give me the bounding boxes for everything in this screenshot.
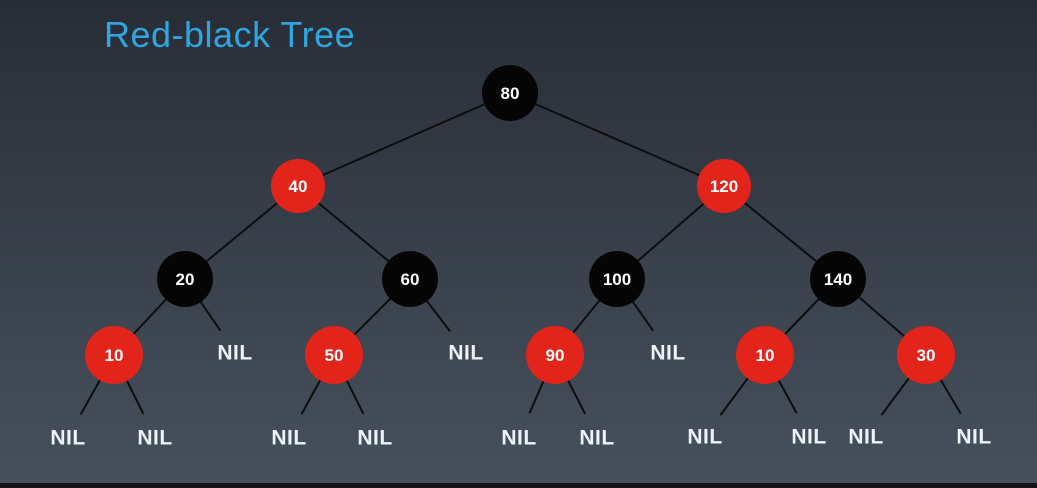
tree-edge xyxy=(509,92,725,187)
nil-label: NIL xyxy=(791,425,826,448)
node-circle-50 xyxy=(305,326,363,384)
nil-label: NIL xyxy=(579,426,614,449)
node-circle-30 xyxy=(897,326,955,384)
bottom-edge-bar xyxy=(0,483,1037,488)
node-circle-10 xyxy=(85,326,143,384)
node-label-140: 140 xyxy=(824,270,852,289)
nil-label: NIL xyxy=(650,341,685,364)
node-circle-100 xyxy=(589,251,645,307)
nil-label: NIL xyxy=(50,426,85,449)
node-label-100: 100 xyxy=(603,270,631,289)
node-label-10: 10 xyxy=(756,346,775,365)
node-label-20: 20 xyxy=(176,270,195,289)
node-label-30: 30 xyxy=(917,346,936,365)
node-label-90: 90 xyxy=(546,346,565,365)
nil-label: NIL xyxy=(848,425,883,448)
node-circle-60 xyxy=(382,251,438,307)
node-circle-120 xyxy=(697,159,751,213)
nil-label: NIL xyxy=(501,426,536,449)
node-label-60: 60 xyxy=(401,270,420,289)
node-circle-20 xyxy=(157,251,213,307)
node-label-50: 50 xyxy=(325,346,344,365)
tree-edge xyxy=(297,92,511,187)
nil-label: NIL xyxy=(217,341,252,364)
node-label-120: 120 xyxy=(710,177,738,196)
nil-label: NIL xyxy=(687,425,722,448)
node-circle-80 xyxy=(482,65,538,121)
page-title: Red-black Tree xyxy=(104,14,356,55)
nil-label: NIL xyxy=(271,426,306,449)
node-label-10: 10 xyxy=(105,346,124,365)
node-circle-140 xyxy=(810,251,866,307)
node-label-40: 40 xyxy=(289,177,308,196)
node-circle-40 xyxy=(271,159,325,213)
nil-label: NIL xyxy=(448,341,483,364)
node-circle-90 xyxy=(526,326,584,384)
nil-label: NIL xyxy=(956,425,991,448)
node-circle-10 xyxy=(736,326,794,384)
nil-label: NIL xyxy=(357,426,392,449)
nil-label: NIL xyxy=(137,426,172,449)
node-label-80: 80 xyxy=(501,84,520,103)
